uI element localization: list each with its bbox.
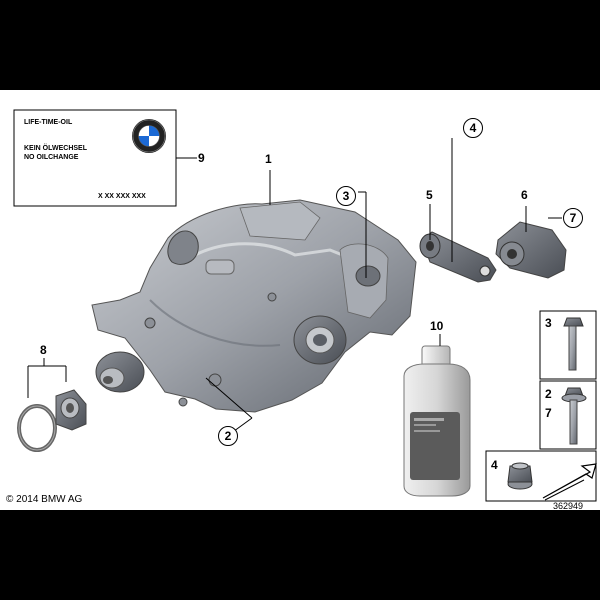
oil-label-line1: LIFE-TIME-OIL: [24, 119, 73, 126]
side-panel-bolt-label-top: 2: [545, 387, 552, 401]
side-panel-frames: [485, 310, 597, 502]
callout-6: 6: [521, 188, 528, 202]
diagram-panel: LIFE-TIME-OIL KEIN ÖLWECHSEL NO OILCHANG…: [0, 90, 600, 510]
callout-8-bracket: [27, 358, 67, 398]
side-panel-bolt-label-bottom: 7: [545, 406, 552, 420]
side-panel-nut-label: 4: [491, 458, 498, 472]
bmw-roundel-icon: [132, 119, 166, 153]
callout-4-circle: 4: [463, 118, 483, 138]
flange-nut-icon: [507, 462, 533, 490]
seal-and-nut: [17, 389, 87, 452]
mount-direction-arrow-icon: [542, 463, 597, 501]
oil-label-line2: KEIN ÖLWECHSEL: [24, 145, 88, 152]
callout-9: 9: [198, 151, 205, 165]
callout-2-circle: 2: [218, 426, 238, 446]
callout-1: 1: [265, 152, 272, 166]
callout-8: 8: [40, 343, 47, 357]
diagram-drawing: [13, 109, 597, 502]
oil-label-line3: NO OILCHANGE: [24, 154, 79, 161]
callout-7-circle: 7: [563, 208, 583, 228]
side-panel-bolt-label: 3: [545, 316, 552, 330]
copyright-text: © 2014 BMW AG: [6, 494, 83, 505]
callout-5: 5: [426, 188, 433, 202]
callout-10: 10: [430, 319, 444, 333]
bolt-flange-icon: [561, 387, 587, 445]
rear-mount: [495, 221, 567, 279]
bolt-long-icon: [563, 317, 584, 371]
diagram-id: 362949: [553, 501, 584, 510]
callout-3-circle: 3: [336, 186, 356, 206]
mount-bracket: [419, 231, 497, 283]
oil-label-part-number: X XX XXX XXX: [98, 193, 146, 200]
differential-housing: [91, 199, 417, 413]
oil-bottle: [403, 345, 471, 497]
